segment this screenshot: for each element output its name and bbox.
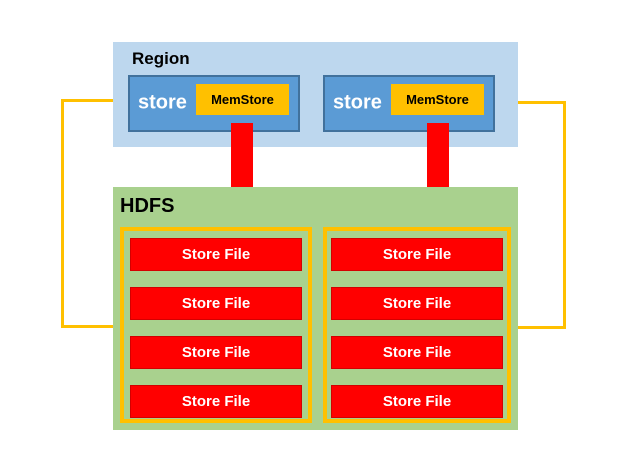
connector-line-right-vertical [563,101,566,329]
store-file-label: Store File [181,344,251,361]
store-file-label: Store File [382,246,452,263]
hdfs-box: HDFS Store File Store File Store File St… [113,187,518,430]
store-file-box: Store File [130,238,302,271]
connector-line-left-vertical [61,99,64,328]
region-box: Region store MemStore store MemStore [113,42,518,147]
flush-arrow-down-icon [427,123,449,198]
memstore-label: MemStore [406,92,469,107]
store-file-label: Store File [181,295,251,312]
store-box-2: store MemStore [323,75,495,132]
connector-line-left-top [61,99,128,102]
store-file-box: Store File [331,385,503,418]
store-file-group-1: Store File Store File Store File Store F… [120,227,312,423]
store-label: store [138,91,187,114]
hdfs-label: HDFS [120,195,175,217]
store-file-label: Store File [382,393,452,410]
store-file-label: Store File [181,246,251,263]
store-file-group-2: Store File Store File Store File Store F… [323,227,511,423]
store-file-label: Store File [181,393,251,410]
store-file-box: Store File [130,385,302,418]
region-label: Region [132,49,190,68]
memstore-box-2: MemStore [391,84,484,115]
store-file-box: Store File [130,287,302,320]
connector-line-right-top [494,101,566,104]
store-file-box: Store File [331,336,503,369]
store-box-1: store MemStore [128,75,300,132]
memstore-box-1: MemStore [196,84,289,115]
store-file-box: Store File [130,336,302,369]
store-file-label: Store File [382,344,452,361]
memstore-label: MemStore [211,92,274,107]
connector-line-left-bottom [61,325,121,328]
flush-arrow-down-icon [231,123,253,198]
store-file-box: Store File [331,287,503,320]
store-label: store [333,91,382,114]
connector-line-right-bottom [510,326,566,329]
store-file-label: Store File [382,295,452,312]
store-file-box: Store File [331,238,503,271]
